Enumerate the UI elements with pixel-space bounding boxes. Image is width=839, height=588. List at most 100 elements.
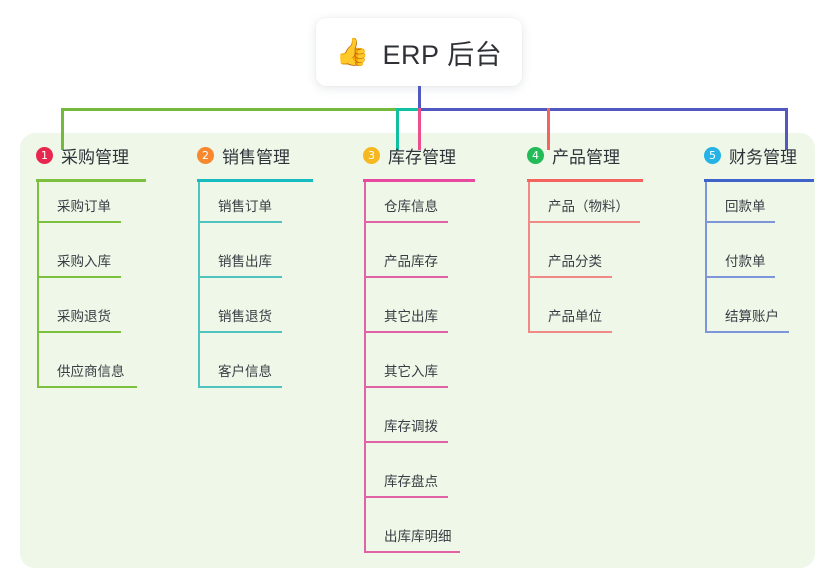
list-item-rule [364,386,448,388]
list-item[interactable]: 付款单 [696,237,797,292]
list-item-label: 产品分类 [548,254,602,269]
list-item-label: 付款单 [725,254,766,269]
list-item-label: 仓库信息 [384,199,438,214]
root-stem-connector [418,86,421,110]
root-title: ERP 后台 [382,39,503,70]
list-item[interactable]: 供应商信息 [28,347,137,402]
column-header-2[interactable]: 2 销售管理 [189,140,313,182]
column-header-rule [363,179,475,182]
list-item[interactable]: 库存盘点 [355,457,456,512]
column-1: 1 采购管理采购订单采购入库采购退货供应商信息 [28,140,146,402]
list-item[interactable]: 库存调拨 [355,402,456,457]
column-3: 3 库存管理仓库信息产品库存其它出库其它入库库存调拨库存盘点出库库明细 [355,140,475,567]
list-item-label: 回款单 [725,199,766,214]
list-item[interactable]: 客户信息 [189,347,290,402]
list-item-rule [705,276,775,278]
list-item-label: 结算账户 [725,309,779,324]
column-items-3: 仓库信息产品库存其它出库其它入库库存调拨库存盘点出库库明细 [355,182,460,567]
root-node[interactable]: 👍 ERP 后台 [316,18,522,86]
column-items-4: 产品（物料） 产品分类产品单位 [519,182,640,347]
list-item-rule [364,276,448,278]
list-item-label: 其它出库 [384,309,438,324]
column-2: 2 销售管理销售订单销售出库销售退货客户信息 [189,140,313,402]
column-items-2: 销售订单销售出库销售退货客户信息 [189,182,290,402]
list-item[interactable]: 结算账户 [696,292,797,347]
column-header-4[interactable]: 4 产品管理 [519,140,643,182]
list-item-rule [198,331,282,333]
drop-connector-1 [61,108,64,150]
list-item-label: 客户信息 [218,364,272,379]
column-header-rule [704,179,814,182]
list-item-label: 采购订单 [57,199,111,214]
list-item[interactable]: 采购退货 [28,292,129,347]
list-item[interactable]: 销售出库 [189,237,290,292]
column-header-rule [36,179,146,182]
list-item-rule [705,221,775,223]
column-spine [528,182,530,333]
column-title-1: 采购管理 [61,147,129,167]
list-item-label: 出库库明细 [384,529,452,544]
list-item-label: 产品（物料） [548,199,629,214]
list-item-label: 产品单位 [548,309,602,324]
column-badge-2: 2 [197,146,214,164]
list-item[interactable]: 销售退货 [189,292,290,347]
list-item-label: 库存盘点 [384,474,438,489]
list-item[interactable]: 出库库明细 [355,512,460,567]
list-item-label: 产品库存 [384,254,438,269]
list-item[interactable]: 回款单 [696,182,797,237]
drop-connector-2 [396,108,399,150]
column-title-3: 库存管理 [388,147,456,167]
column-header-1[interactable]: 1 采购管理 [28,140,146,182]
column-header-row: 3 库存管理 [355,140,456,170]
column-header-rule [197,179,313,182]
list-item[interactable]: 产品分类 [519,237,620,292]
column-4: 4 产品管理产品（物料） 产品分类产品单位 [519,140,643,347]
list-item[interactable]: 其它入库 [355,347,456,402]
list-item-label: 销售出库 [218,254,272,269]
column-title-4: 产品管理 [552,147,620,167]
list-item-rule [705,331,789,333]
columns-panel [20,133,815,568]
list-item-rule [37,386,137,388]
drop-connector-5 [785,108,788,150]
column-header-3[interactable]: 3 库存管理 [355,140,475,182]
bus-segment-green [61,108,398,111]
list-item-rule [528,331,612,333]
bus-segment-blue [418,108,788,111]
list-item-rule [528,221,640,223]
column-title-2: 销售管理 [222,147,290,167]
list-item-rule [364,496,448,498]
list-item[interactable]: 其它出库 [355,292,456,347]
list-item[interactable]: 销售订单 [189,182,290,237]
list-item[interactable]: 产品（物料） [519,182,640,237]
column-header-rule [527,179,643,182]
column-title-5: 财务管理 [729,147,797,167]
list-item-label: 销售订单 [218,199,272,214]
list-item-label: 其它入库 [384,364,438,379]
root-node-content: 👍 ERP 后台 [336,33,502,72]
column-spine [37,182,39,388]
list-item-label: 库存调拨 [384,419,438,434]
list-item[interactable]: 采购入库 [28,237,129,292]
column-items-1: 采购订单采购入库采购退货供应商信息 [28,182,137,402]
column-items-5: 回款单付款单结算账户 [696,182,797,347]
column-header-row: 1 采购管理 [28,140,129,170]
column-header-row: 2 销售管理 [189,140,290,170]
list-item-rule [364,551,460,553]
column-spine [198,182,200,388]
column-badge-3: 3 [363,146,380,164]
list-item-rule [198,386,282,388]
list-item[interactable]: 产品单位 [519,292,620,347]
list-item[interactable]: 仓库信息 [355,182,456,237]
list-item[interactable]: 产品库存 [355,237,456,292]
list-item-rule [37,276,121,278]
list-item[interactable]: 采购订单 [28,182,129,237]
column-badge-4: 4 [527,146,544,164]
list-item-rule [364,441,448,443]
column-badge-1: 1 [36,146,53,164]
column-spine [705,182,707,333]
